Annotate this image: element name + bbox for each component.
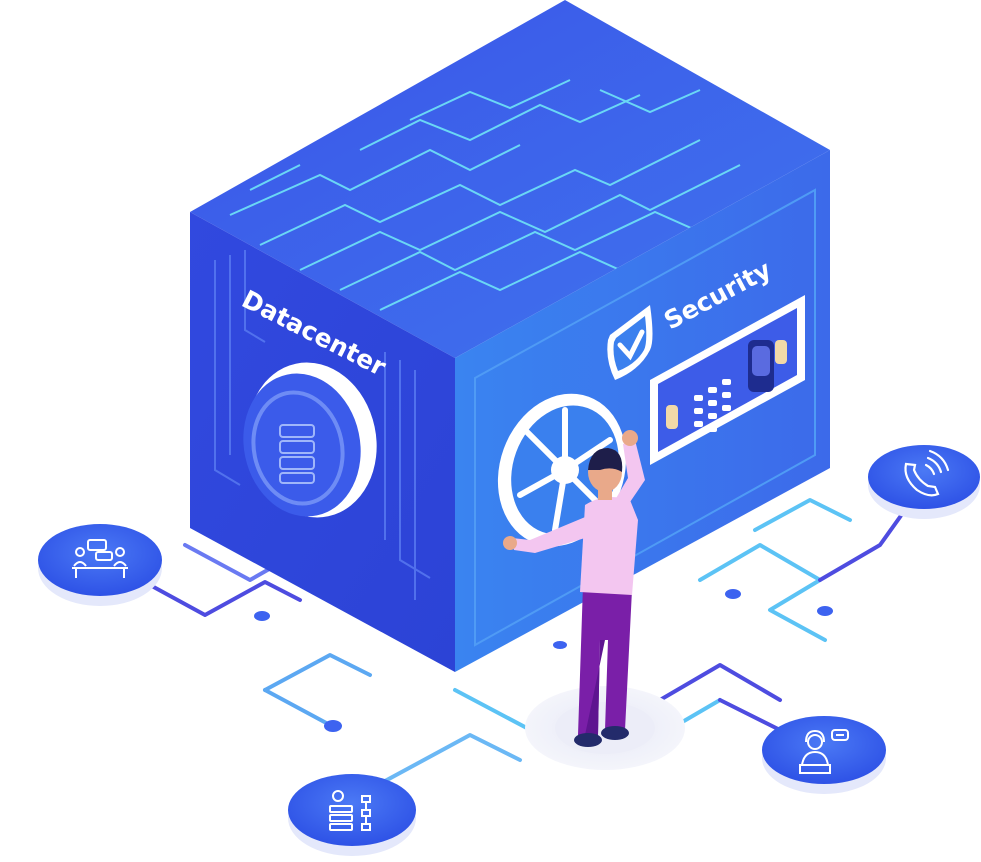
workflow-icon [329, 790, 371, 831]
vault-left-circuit [214, 250, 431, 600]
keypad-icon [666, 340, 787, 432]
phone-call-icon [904, 449, 950, 497]
fingerprint-icon [748, 340, 774, 392]
support-agent-icon [799, 729, 849, 774]
vault-door-panel [474, 188, 816, 647]
shield-check-icon [607, 305, 653, 380]
person-figure [503, 430, 645, 747]
vault-top-face [190, 0, 830, 358]
node-meeting [38, 524, 162, 606]
meeting-icon [72, 539, 128, 578]
floor-dots [254, 589, 833, 732]
node-workflow [288, 774, 416, 856]
node-phone [868, 445, 980, 519]
floor-spotlight [525, 686, 685, 770]
node-support [762, 716, 886, 794]
server-rack-icon [279, 424, 315, 484]
